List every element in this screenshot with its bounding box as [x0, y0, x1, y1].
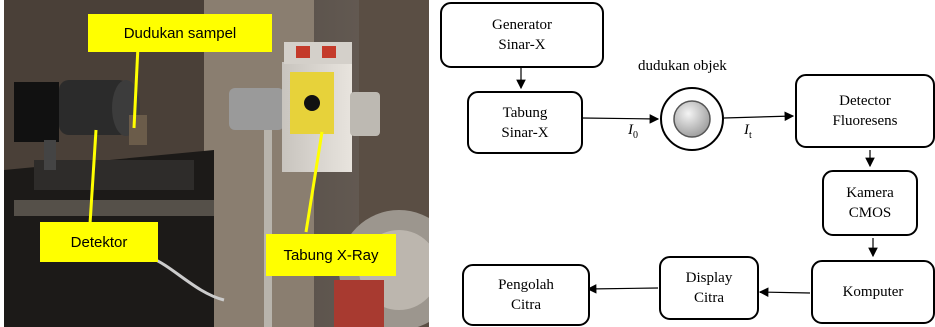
- detector-body: [59, 80, 129, 135]
- box-fluorescence-detector: Detector Fluoresens: [795, 74, 935, 148]
- symbol-subscript: 0: [633, 130, 638, 141]
- box-text: Fluoresens: [832, 113, 898, 129]
- tube-indicator: [296, 46, 310, 58]
- incident-intensity-symbol: I0: [628, 122, 638, 141]
- detector-stand: [44, 140, 56, 170]
- sample-mount: [129, 115, 147, 145]
- symbol-subscript: t: [749, 130, 752, 141]
- rail: [34, 160, 194, 190]
- box-text: Tabung: [502, 104, 548, 121]
- red-unit: [334, 280, 384, 327]
- arrow-holder-to-detector: [723, 111, 795, 122]
- object-holder-label: dudukan objek: [638, 58, 727, 74]
- box-text: Sinar-X: [501, 124, 549, 141]
- arrow-display-to-processing: [586, 284, 659, 294]
- xrf-block-diagram: Generator Sinar-X Tabung Sinar-X Detecto…: [430, 0, 935, 327]
- box-text: Pengolah: [498, 277, 554, 293]
- symbol-base: I: [628, 122, 633, 138]
- diagram-connectors: [516, 68, 878, 297]
- rail-base: [14, 200, 214, 216]
- box-text: Display: [685, 270, 733, 286]
- box-text: Kamera: [846, 185, 894, 201]
- box-text: Citra: [511, 297, 541, 313]
- apparatus-photo: Dudukan sampel Detektor Tabung X-Ray: [4, 0, 429, 327]
- tube-side-port: [350, 92, 380, 136]
- callout-detector: Detektor: [40, 222, 158, 262]
- tube-indicator-2: [322, 46, 336, 58]
- arrow-computer-to-display: [758, 287, 811, 297]
- box-text: Detector: [839, 93, 891, 109]
- box-text: Generator: [492, 17, 552, 33]
- tube-top: [284, 42, 352, 64]
- arrow-tube-to-holder: [581, 114, 660, 124]
- radiation-symbol-icon: [304, 95, 320, 111]
- box-computer: Komputer: [811, 260, 935, 324]
- box-text: Komputer: [842, 284, 904, 300]
- tripod-pole: [264, 130, 272, 327]
- box-image-processing: Pengolah Citra: [462, 264, 590, 326]
- box-text: Citra: [694, 290, 724, 306]
- box-text: Sinar-X: [498, 37, 546, 53]
- object-sample-icon: [673, 100, 711, 138]
- transmitted-intensity-symbol: It: [744, 122, 752, 141]
- callout-line-detector: [88, 129, 98, 225]
- callout-xray-tube: Tabung X-Ray: [266, 234, 396, 276]
- box-text: CMOS: [848, 205, 892, 221]
- box-xray-tube: Tabung Sinar-X: [467, 91, 583, 154]
- tube-collimator: [229, 88, 284, 130]
- callout-sample-holder: Dudukan sampel: [88, 14, 272, 52]
- camera-body: [14, 82, 59, 142]
- box-xray-generator: Generator Sinar-X: [440, 2, 604, 68]
- callout-line-tube: [304, 131, 324, 233]
- callout-line-sample: [132, 45, 140, 129]
- symbol-base: I: [744, 122, 749, 138]
- box-image-display: Display Citra: [659, 256, 759, 320]
- box-cmos-camera: Kamera CMOS: [822, 170, 918, 236]
